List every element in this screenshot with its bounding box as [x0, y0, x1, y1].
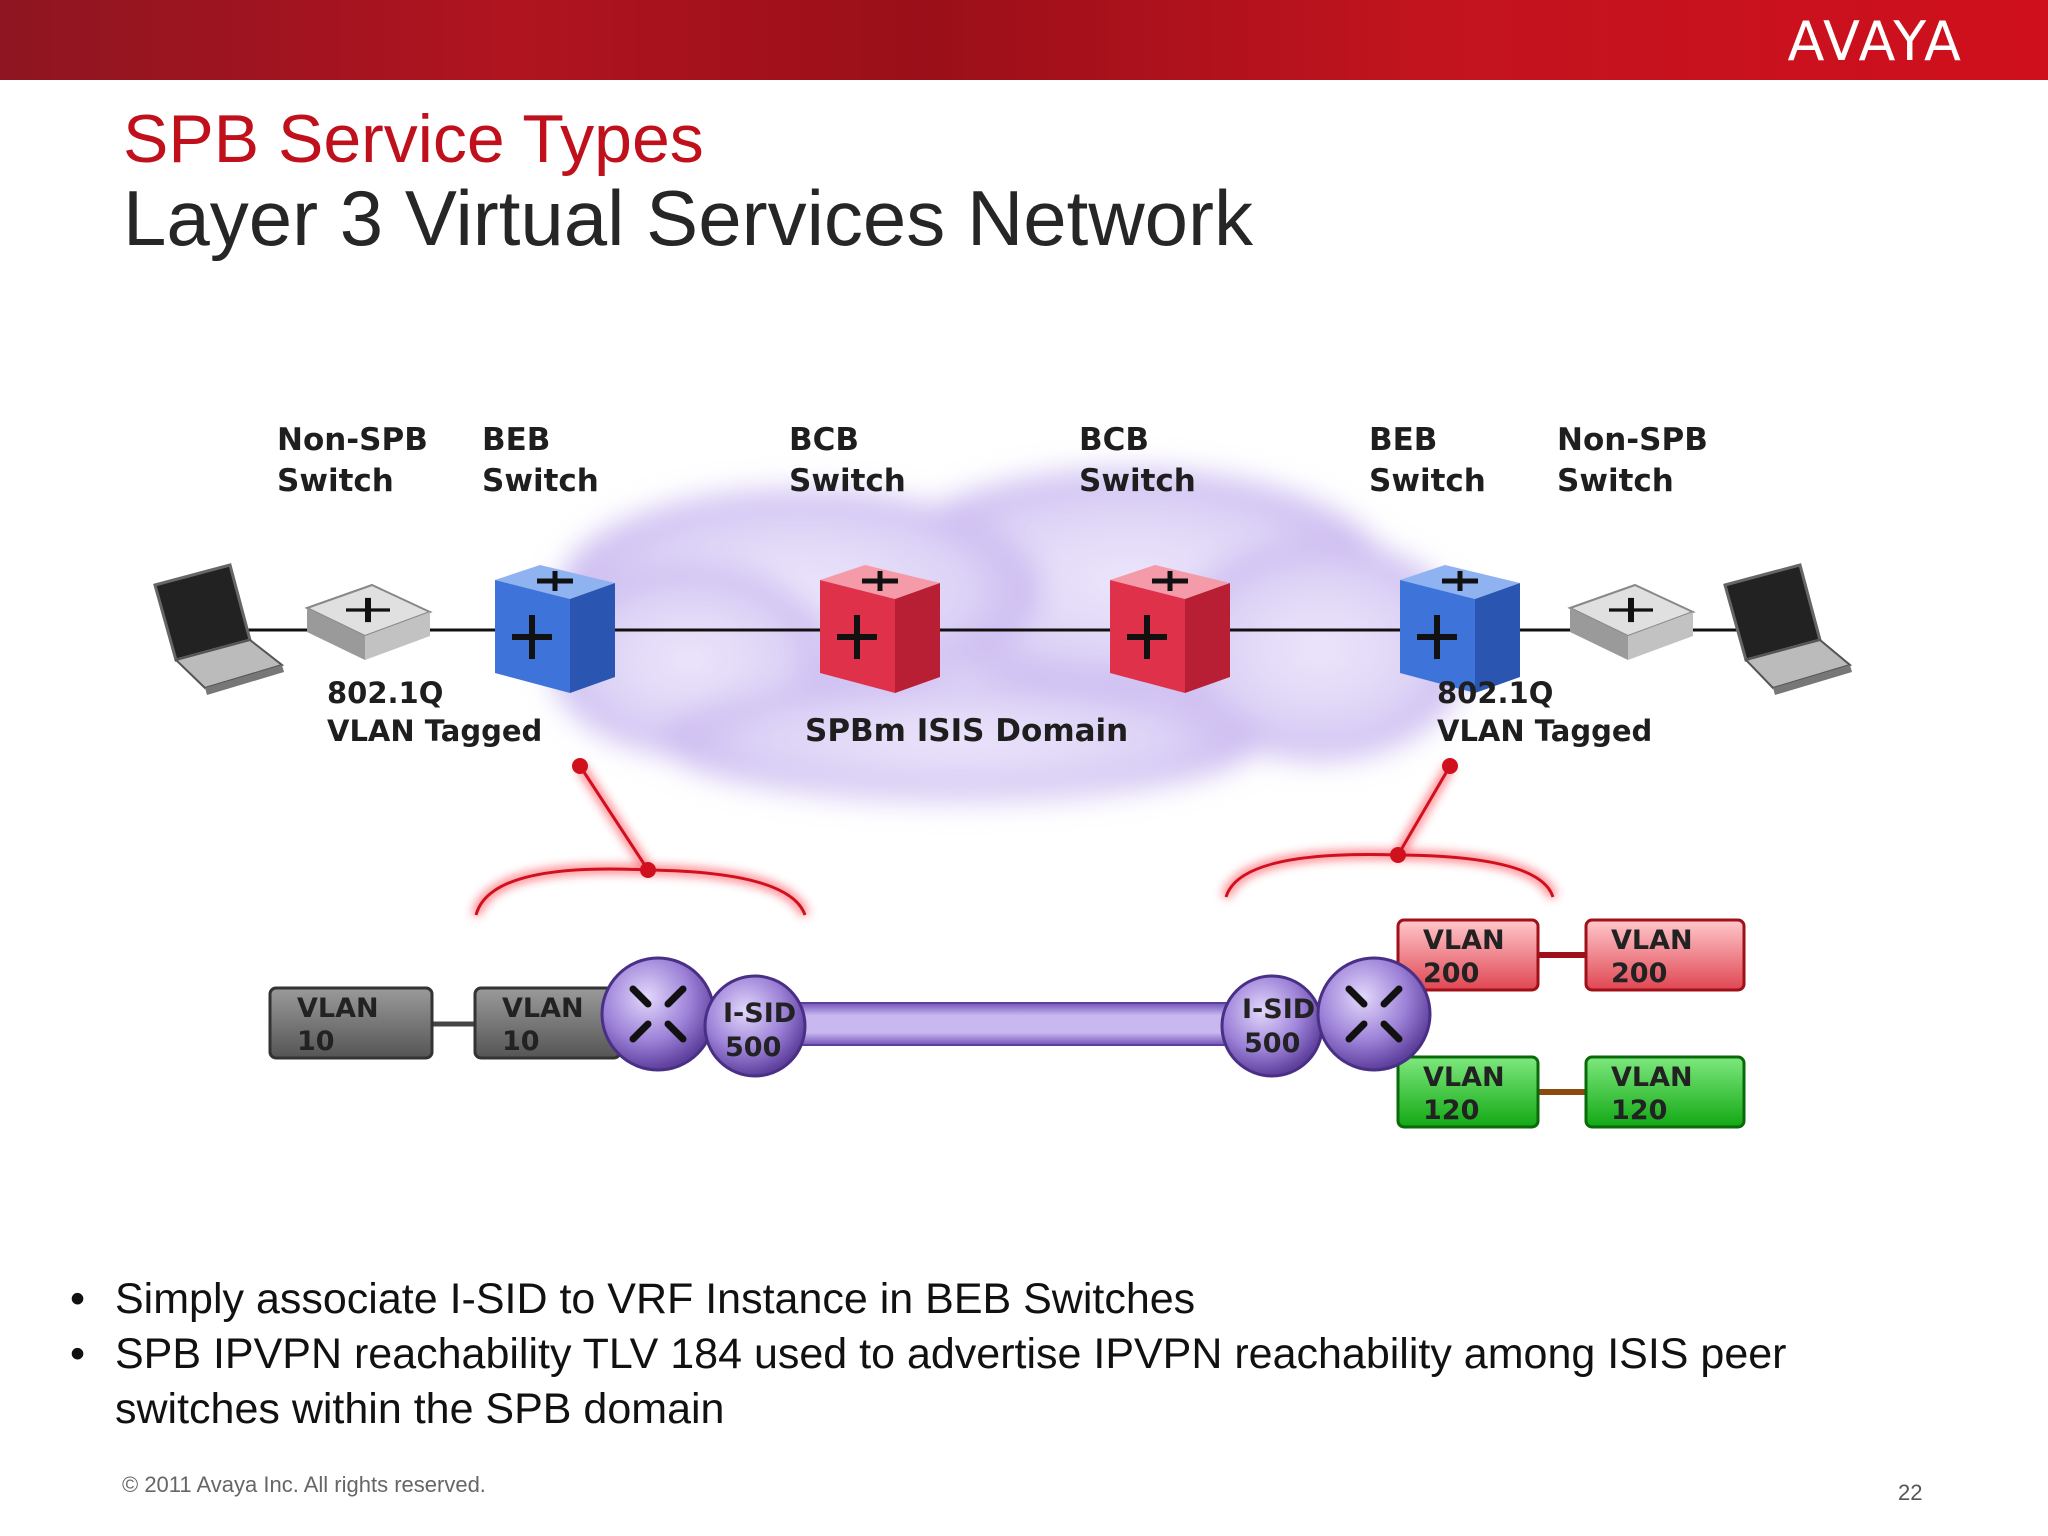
- isid-500-right: I-SID 500: [1220, 974, 1324, 1078]
- beb-left-label: BEB Switch: [482, 422, 599, 499]
- slide-title: SPB Service Types: [123, 101, 704, 177]
- bcb-switch-right-icon: [1110, 565, 1230, 693]
- vlan-120-b-label: VLAN: [1611, 1062, 1693, 1093]
- isid-left-label: I-SID: [723, 998, 796, 1029]
- callout-left: [472, 758, 809, 917]
- isid-right-label: I-SID: [1242, 994, 1315, 1025]
- vlan-10-box-a: VLAN 10: [268, 986, 434, 1060]
- vlan-10-a-label: VLAN: [297, 993, 379, 1024]
- bcb-switch-left-icon: [820, 565, 940, 693]
- avaya-logo: AVAYA: [1787, 10, 1963, 73]
- vlan-120-a-label: VLAN: [1423, 1062, 1505, 1093]
- isid-500-left: I-SID 500: [703, 974, 807, 1078]
- isid-tunnel: [779, 1002, 1251, 1046]
- vlan-200-a-number: 200: [1423, 958, 1479, 989]
- isid-left-number: 500: [725, 1032, 781, 1063]
- bullet-item: SPB IPVPN reachability TLV 184 used to a…: [70, 1327, 1970, 1437]
- laptop-left-icon: [153, 563, 285, 695]
- vlan-120-a-number: 120: [1423, 1095, 1479, 1126]
- vlan-120-box-b: VLAN 120: [1584, 1055, 1746, 1129]
- bullet-list: Simply associate I-SID to VRF Instance i…: [70, 1272, 1970, 1437]
- vlan-200-box-a: VLAN 200: [1396, 918, 1540, 992]
- beb-switch-right-icon: [1400, 565, 1520, 693]
- isid-right-number: 500: [1244, 1028, 1300, 1059]
- bcb-left-label: BCB Switch: [789, 422, 906, 499]
- callout-right: [1222, 758, 1557, 899]
- vlan-200-b-label: VLAN: [1611, 925, 1693, 956]
- vlan-10-b-label: VLAN: [502, 993, 584, 1024]
- non-spb-left-label: Non-SPB Switch: [277, 422, 428, 499]
- beb-right-label: BEB Switch: [1369, 422, 1486, 499]
- laptop-right-icon: [1723, 563, 1853, 695]
- vlan-120-box-a: VLAN 120: [1396, 1055, 1540, 1129]
- slide-subtitle: Layer 3 Virtual Services Network: [123, 174, 1254, 262]
- bcb-right-label: BCB Switch: [1079, 422, 1196, 499]
- page-number: 22: [1898, 1480, 1923, 1505]
- tag-right-label: 802.1Q VLAN Tagged: [1437, 676, 1653, 748]
- vlan-10-b-number: 10: [502, 1026, 540, 1057]
- vrf-router-left-icon: [600, 956, 716, 1072]
- non-spb-switch-left-icon: [304, 583, 433, 660]
- vlan-200-a-label: VLAN: [1423, 925, 1505, 956]
- non-spb-right-label: Non-SPB Switch: [1557, 422, 1708, 499]
- non-spb-switch-right-icon: [1567, 583, 1696, 660]
- tag-left-label: 802.1Q VLAN Tagged: [327, 676, 543, 748]
- vrf-router-right-icon: [1316, 956, 1432, 1072]
- vlan-200-b-number: 200: [1611, 958, 1667, 989]
- vlan-10-a-number: 10: [297, 1026, 335, 1057]
- vlan-200-box-b: VLAN 200: [1584, 918, 1746, 992]
- vlan-120-b-number: 120: [1611, 1095, 1667, 1126]
- beb-switch-left-icon: [495, 565, 615, 693]
- copyright: © 2011 Avaya Inc. All rights reserved.: [122, 1472, 486, 1497]
- cloud-label: SPBm ISIS Domain: [805, 713, 1129, 749]
- bullet-item: Simply associate I-SID to VRF Instance i…: [70, 1272, 1970, 1327]
- header-bar: AVAYA: [0, 0, 2048, 80]
- vlan-10-box-b: VLAN 10: [473, 986, 622, 1060]
